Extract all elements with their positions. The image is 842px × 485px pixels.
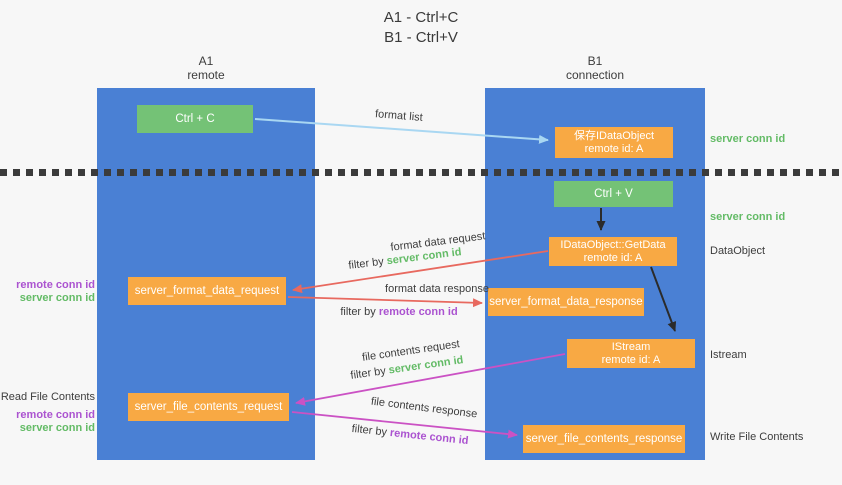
getdata-line2: remote id: A	[583, 251, 643, 264]
arrow-format-data-response	[287, 296, 483, 308]
server-file-contents-response-label: server_file_contents_response	[525, 433, 683, 445]
column-b1-role: connection	[565, 68, 625, 82]
istream-side-label: Istream	[710, 349, 747, 361]
save-dataobject-box: 保存IDataObject remote id: A	[555, 127, 673, 158]
diagram-title: A1 - Ctrl+C B1 - Ctrl+V	[0, 8, 842, 48]
istream-box: IStream remote id: A	[567, 339, 695, 368]
file-contents-response-filter-label: filter by remote conn id	[345, 422, 476, 449]
ctrl-c-box: Ctrl + C	[137, 105, 253, 133]
server-file-contents-request-box: server_file_contents_request	[128, 393, 289, 421]
read-file-contents-label: Read File Contents	[0, 391, 95, 403]
right-paste-server-conn-id: server conn id	[710, 211, 786, 223]
filter-by-text: filter by	[351, 422, 391, 439]
machine-boundary-dotted-line	[0, 169, 842, 176]
left-format-server-conn-id: server conn id	[19, 292, 95, 304]
server-format-data-response-label: server_format_data_response	[489, 296, 643, 308]
column-a1-role: remote	[187, 68, 225, 82]
left-file-remote-conn-id: remote conn id	[16, 409, 95, 421]
ctrl-v-box: Ctrl + V	[554, 181, 673, 207]
format-data-response-filter-label: filter by remote conn id	[334, 306, 464, 319]
filter-by-text: filter by	[340, 306, 379, 318]
istream-line1: IStream	[611, 340, 651, 353]
column-header-b1: B1 connection	[485, 54, 705, 82]
save-dataobject-line2: remote id: A	[584, 142, 644, 155]
column-b1-name: B1	[587, 54, 603, 68]
istream-line2: remote id: A	[601, 353, 661, 366]
left-format-remote-conn-id: remote conn id	[16, 279, 95, 291]
dataobject-label: DataObject	[710, 245, 766, 257]
column-a1-name: A1	[198, 54, 214, 68]
filter-by-text: filter by	[347, 255, 388, 272]
right-save-server-conn-id: server conn id	[710, 133, 786, 145]
file-contents-response-label: file contents response	[370, 395, 478, 421]
getdata-box: IDataObject::GetData remote id: A	[549, 237, 677, 266]
remote-conn-id-key: remote conn id	[389, 426, 470, 448]
write-file-contents-label: Write File Contents	[710, 431, 804, 443]
server-file-contents-request-label: server_file_contents_request	[134, 401, 283, 413]
left-file-server-conn-id: server conn id	[19, 422, 95, 434]
title-line-copy: A1 - Ctrl+C	[383, 9, 459, 26]
server-file-contents-response-box: server_file_contents_response	[523, 425, 685, 453]
ctrl-c-label: Ctrl + C	[175, 113, 215, 125]
column-header-a1: A1 remote	[97, 54, 315, 82]
remote-conn-id-key: remote conn id	[378, 306, 458, 318]
filter-by-text: filter by	[349, 364, 390, 382]
title-line-paste: B1 - Ctrl+V	[384, 29, 458, 46]
format-list-label: format list	[374, 108, 424, 124]
format-data-response-label: format data response	[385, 283, 489, 295]
getdata-line1: IDataObject::GetData	[560, 238, 666, 251]
ctrl-v-label: Ctrl + V	[594, 188, 633, 200]
server-format-data-request-box: server_format_data_request	[128, 277, 286, 305]
server-format-data-response-box: server_format_data_response	[488, 288, 644, 316]
server-format-data-request-label: server_format_data_request	[134, 285, 280, 297]
save-dataobject-line1: 保存IDataObject	[573, 129, 655, 142]
